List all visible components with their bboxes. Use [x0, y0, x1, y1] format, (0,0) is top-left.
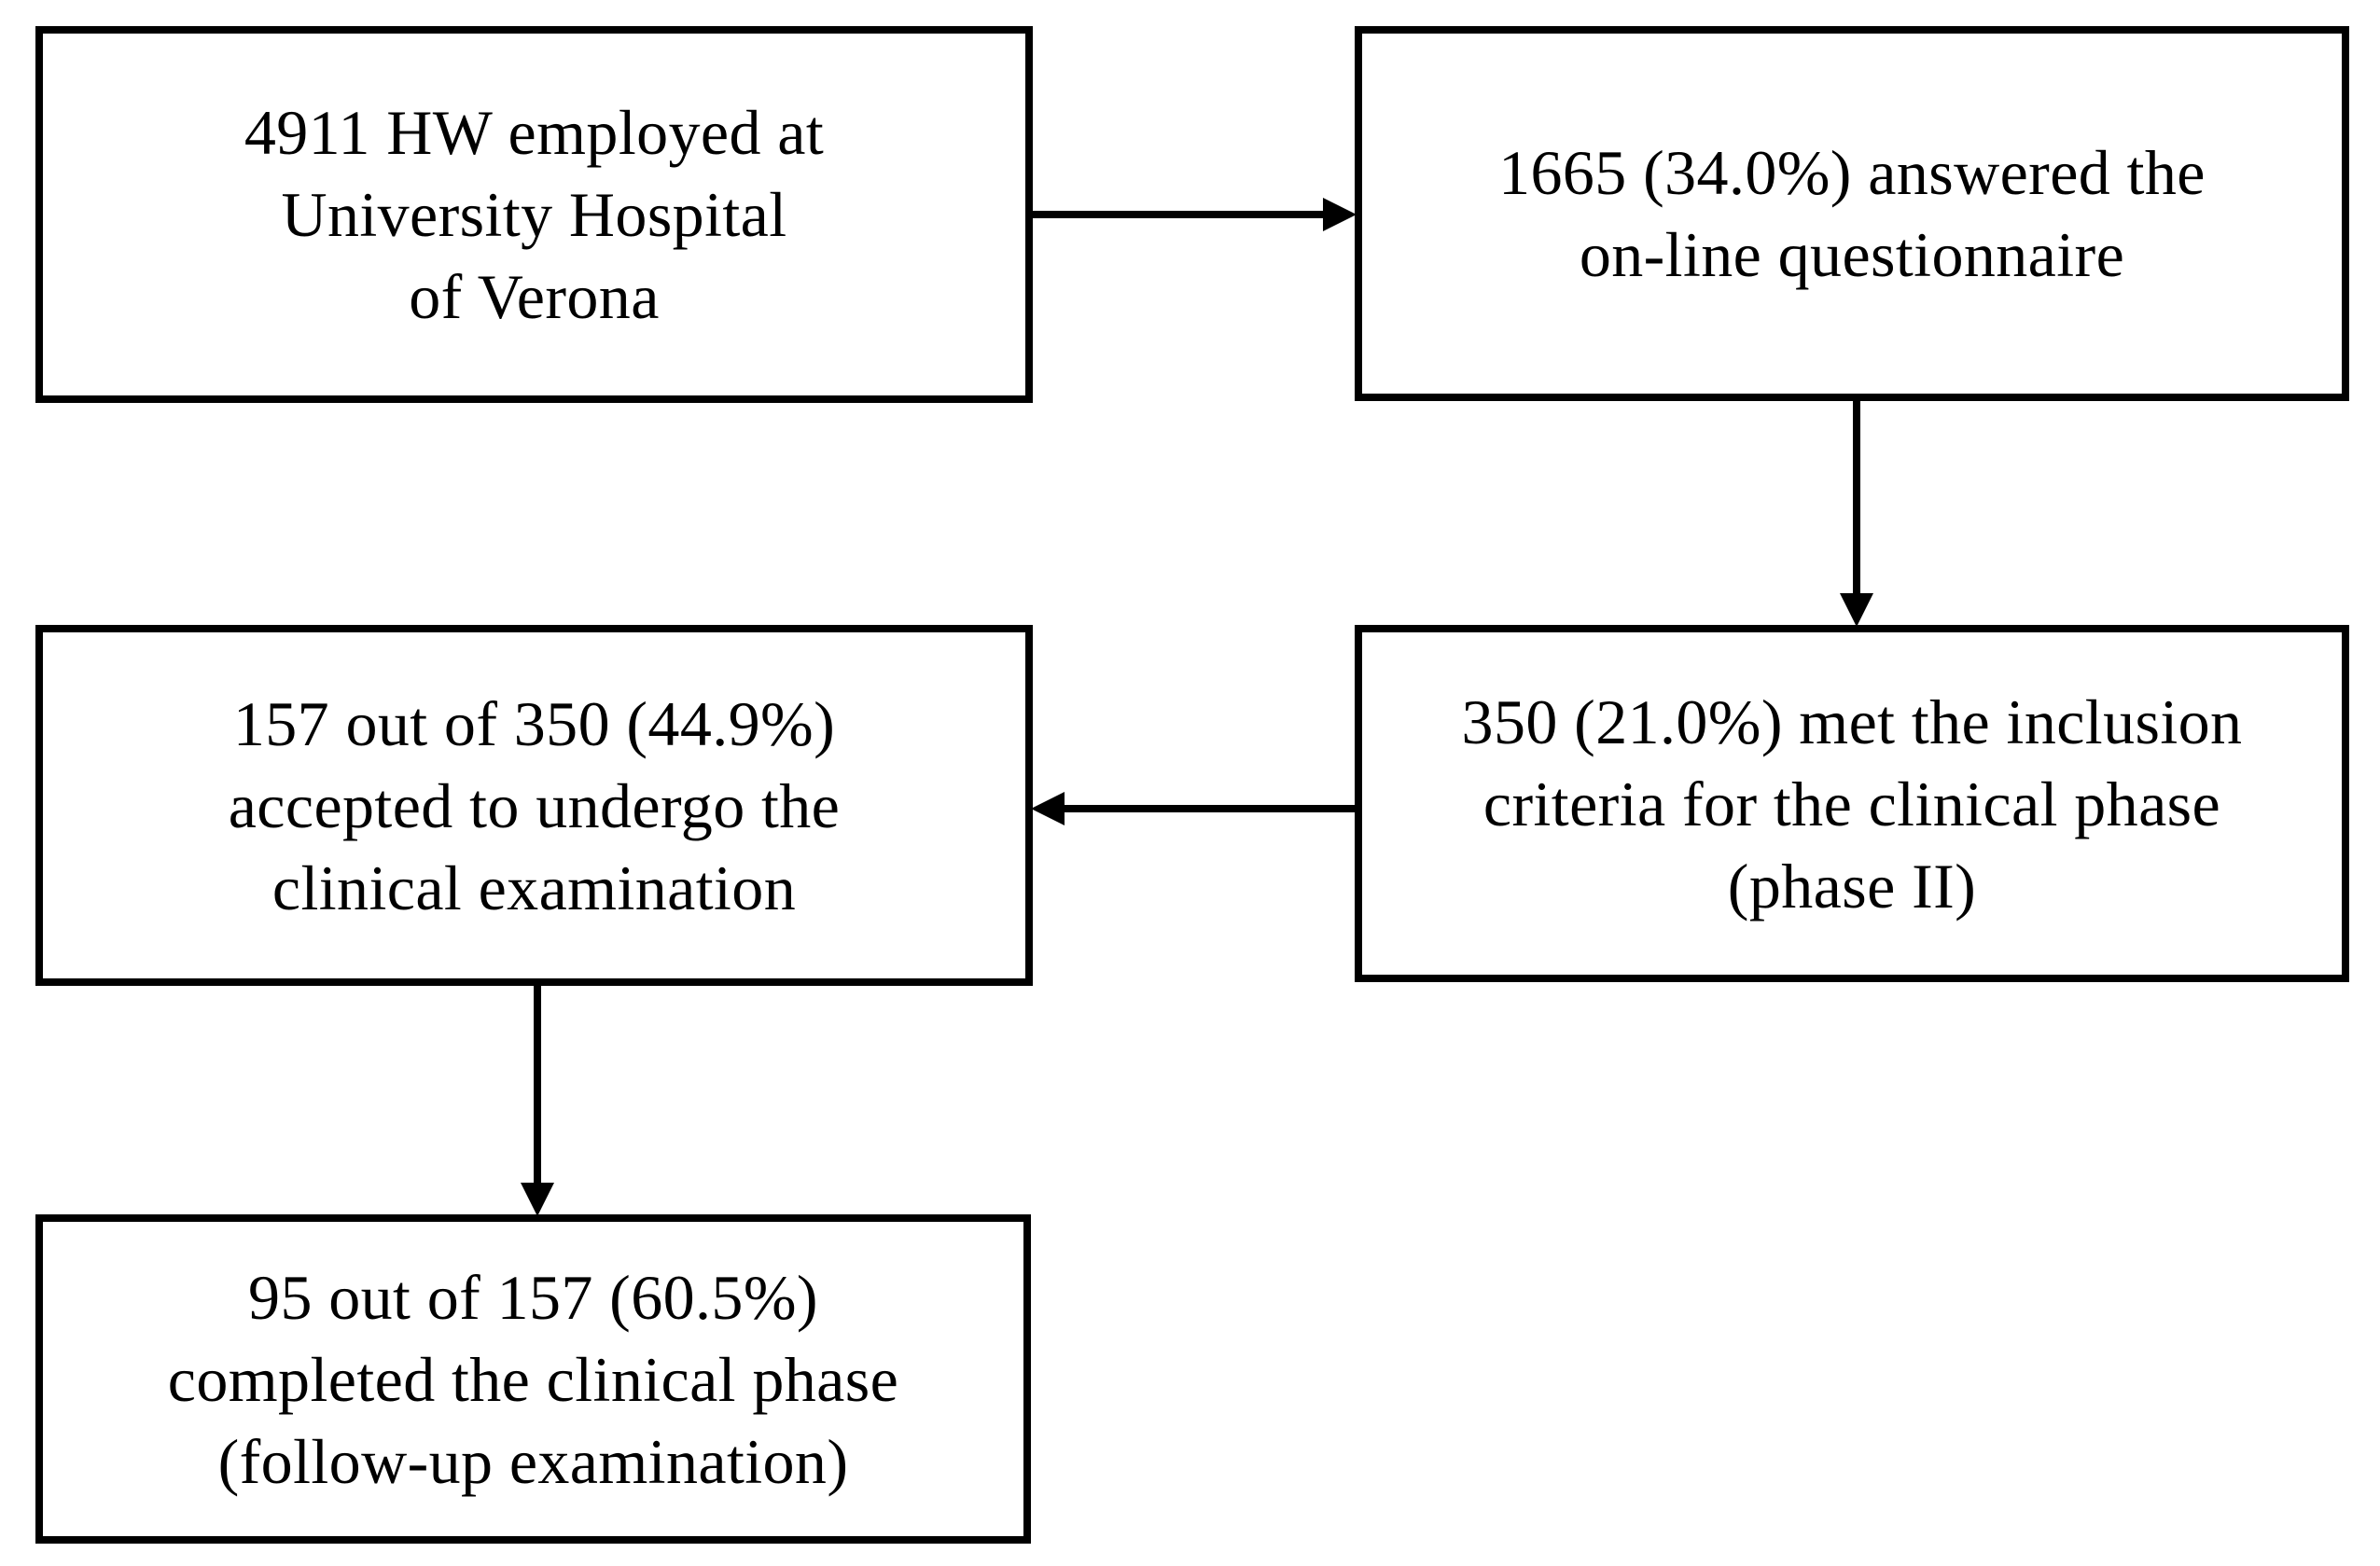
arrow-right-icon-source-to-responders [1031, 194, 1357, 235]
flow-node-completed-text: 95 out of 157 (60.5%) completed the clin… [167, 1261, 899, 1497]
flow-node-responders-text: 1665 (34.0%) answered the on-line questi… [1498, 137, 2206, 290]
flow-node-eligible: 350 (21.0%) met the inclusion criteria f… [1355, 625, 2349, 982]
flow-node-accepted-text: 157 out of 350 (44.9%) accepted to under… [228, 687, 841, 923]
flow-node-source: 4911 HW employed at University Hospital … [35, 26, 1033, 403]
arrow-down-icon-responders-to-eligible [1836, 399, 1877, 627]
flow-node-accepted: 157 out of 350 (44.9%) accepted to under… [35, 625, 1033, 986]
flow-node-source-text: 4911 HW employed at University Hospital … [244, 97, 825, 332]
flow-node-eligible-text: 350 (21.0%) met the inclusion criteria f… [1461, 686, 2243, 922]
arrow-left-icon-eligible-to-accepted [1031, 788, 1357, 829]
arrow-down-icon-accepted-to-completed [517, 984, 558, 1216]
flow-node-responders: 1665 (34.0%) answered the on-line questi… [1355, 26, 2349, 401]
flow-node-completed: 95 out of 157 (60.5%) completed the clin… [35, 1214, 1031, 1544]
